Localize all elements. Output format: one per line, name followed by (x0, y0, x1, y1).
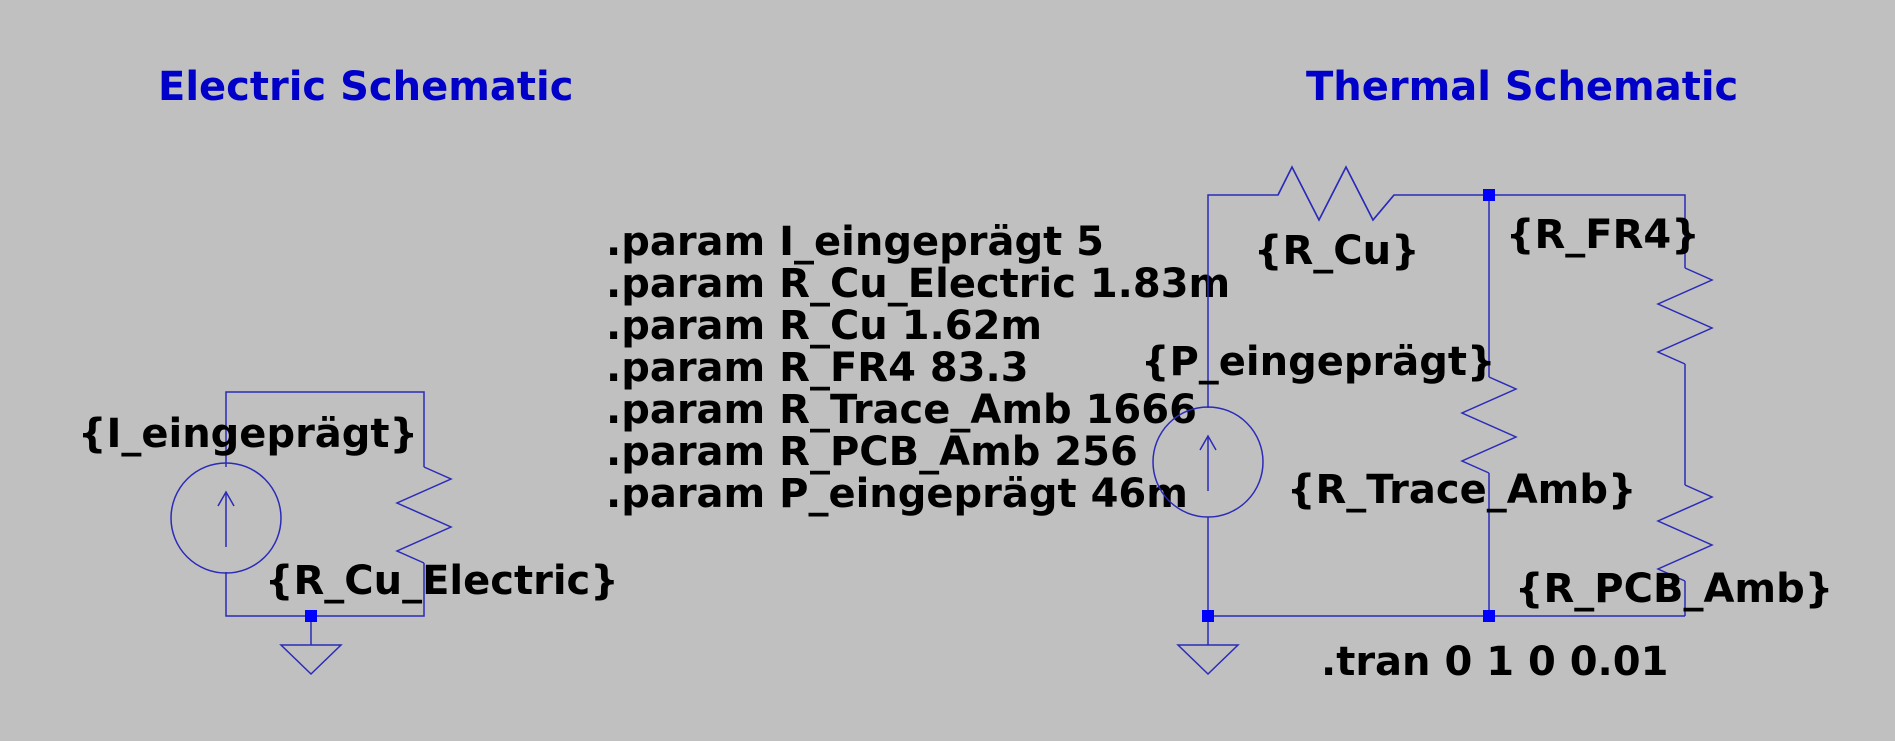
current-source-icon[interactable] (170, 462, 282, 574)
param-line[interactable]: .param R_Cu_Electric 1.83m (606, 261, 1230, 307)
r-fr4-label: {R_FR4} (1506, 212, 1700, 258)
param-line[interactable]: .param R_PCB_Amb 256 (606, 429, 1138, 475)
electric-source-label: {I_eingeprägt} (78, 411, 418, 457)
electric-bottom-wire[interactable] (225, 563, 425, 617)
param-line[interactable]: .param R_Trace_Amb 1666 (606, 387, 1197, 433)
param-line[interactable]: .param I_eingeprägt 5 (606, 219, 1104, 265)
junction-node[interactable] (1483, 610, 1495, 622)
param-line[interactable]: .param R_FR4 83.3 (606, 345, 1029, 391)
electric-top-wire[interactable] (225, 391, 425, 467)
junction-node[interactable] (1483, 189, 1495, 201)
power-source-icon[interactable] (1152, 406, 1264, 518)
r-pcb-amb-label: {R_PCB_Amb} (1515, 566, 1833, 612)
electric-circuit (170, 391, 453, 676)
r-fr4-resistor-icon[interactable] (1656, 267, 1714, 365)
ground-node[interactable] (1202, 610, 1214, 622)
r-cu-label: {R_Cu} (1254, 228, 1420, 274)
thermal-source-label: {P_eingeprägt} (1141, 339, 1495, 385)
thermal-circuit (1152, 165, 1714, 676)
r-trace-amb-resistor-icon[interactable] (1460, 376, 1518, 474)
ground-node[interactable] (305, 610, 317, 622)
param-directives: .param I_eingeprägt 5 .param R_Cu_Electr… (606, 219, 1230, 517)
thermal-schematic-title: Thermal Schematic (1306, 64, 1738, 110)
tran-directive[interactable]: .tran 0 1 0 0.01 (1321, 639, 1668, 685)
r-cu-resistor-icon[interactable] (1277, 165, 1395, 222)
r-cu-electric-label: {R_Cu_Electric} (265, 558, 619, 604)
param-line[interactable]: .param R_Cu 1.62m (606, 303, 1042, 349)
r-trace-amb-label: {R_Trace_Amb} (1287, 467, 1636, 513)
r-cu-electric-resistor-icon[interactable] (395, 466, 453, 564)
r-pcb-amb-resistor-icon[interactable] (1656, 484, 1714, 582)
ground-icon (1176, 622, 1240, 676)
param-line[interactable]: .param P_eingeprägt 46m (606, 471, 1188, 517)
electric-schematic-title: Electric Schematic (158, 64, 573, 110)
ground-icon (279, 622, 343, 676)
